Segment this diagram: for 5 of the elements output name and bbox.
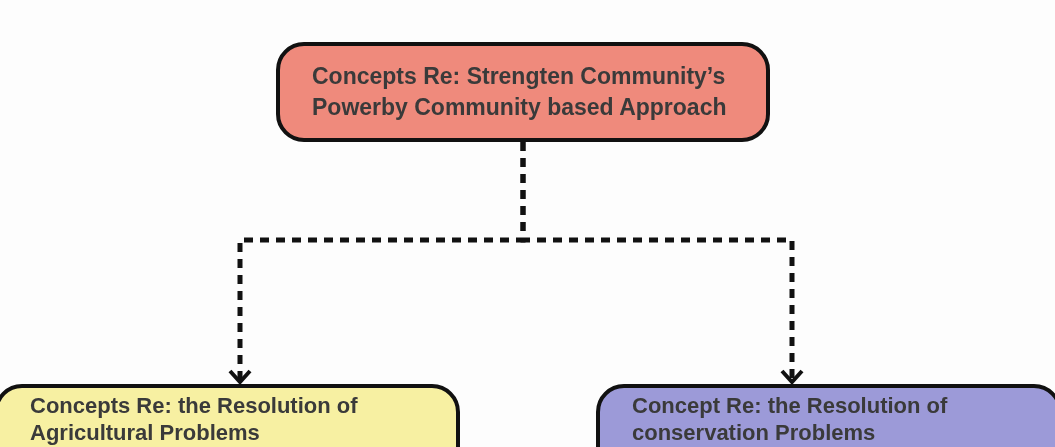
- box-text: Concept Re: the Resolution of conservation Problems: [632, 392, 949, 446]
- rounded-box: [276, 42, 770, 142]
- dashed-connector: [520, 142, 804, 384]
- box-text: Concepts Re: Strengten Community’s Powerby Community based Approach: [312, 62, 728, 122]
- box-text: Concepts Re: the Resolution of Agricultural Problems: [30, 392, 359, 446]
